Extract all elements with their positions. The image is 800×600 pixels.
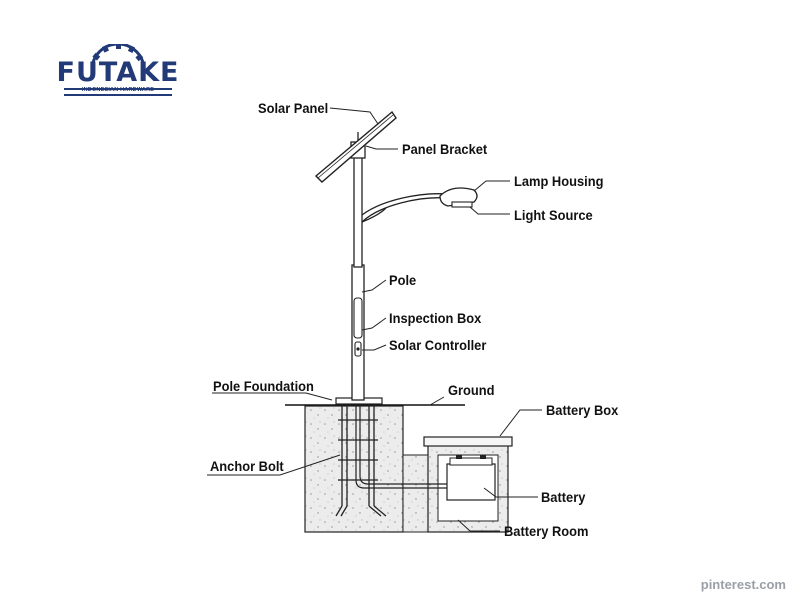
label-inspection-box: Inspection Box bbox=[389, 310, 482, 326]
leader-pole bbox=[361, 279, 387, 293]
gear-icon bbox=[64, 44, 172, 96]
cable-trench bbox=[402, 454, 429, 533]
label-light-source: Light Source bbox=[514, 207, 593, 223]
leader-battery-room bbox=[457, 519, 500, 532]
label-solar-controller: Solar Controller bbox=[389, 337, 487, 353]
leader-battery-box bbox=[499, 409, 542, 437]
leader-inspection-box bbox=[361, 317, 387, 331]
battery-unit bbox=[446, 463, 496, 501]
label-battery: Battery bbox=[541, 489, 586, 505]
leader-ground bbox=[429, 396, 445, 406]
leader-battery bbox=[483, 487, 538, 498]
leader-lamp-housing bbox=[473, 180, 510, 192]
label-pole: Pole bbox=[389, 272, 417, 288]
watermark: pinterest.com bbox=[700, 577, 786, 592]
battery-top bbox=[449, 457, 493, 466]
leader-solar-controller bbox=[362, 344, 387, 351]
label-pole-foundation: Pole Foundation bbox=[213, 378, 314, 394]
battery-terminal-left bbox=[456, 455, 462, 459]
pole-upper bbox=[353, 154, 363, 268]
futake-logo: FUTAKE INDONESIAN HARDWARE bbox=[48, 44, 188, 104]
inspection-box bbox=[353, 297, 363, 339]
leader-anchor-bolt bbox=[207, 454, 341, 476]
battery-box-lid bbox=[423, 436, 513, 447]
lamp-arm bbox=[361, 193, 449, 223]
leader-light-source bbox=[469, 206, 510, 215]
logo-tagline: INDONESIAN HARDWARE bbox=[81, 87, 155, 93]
label-lamp-housing: Lamp Housing bbox=[514, 173, 604, 189]
label-panel-bracket: Panel Bracket bbox=[402, 141, 488, 157]
battery-terminal-right bbox=[480, 455, 486, 459]
light-source bbox=[451, 201, 473, 208]
cable-conduit bbox=[355, 404, 447, 489]
leader-solar-panel bbox=[329, 107, 379, 125]
pole-foundation bbox=[304, 405, 404, 533]
leader-lines bbox=[207, 107, 542, 532]
label-ground: Ground bbox=[448, 382, 495, 398]
label-battery-box: Battery Box bbox=[546, 402, 619, 418]
label-anchor-bolt: Anchor Bolt bbox=[210, 458, 284, 474]
logo-wordmark: FUTAKE bbox=[56, 57, 180, 88]
leader-panel-bracket bbox=[365, 145, 398, 150]
leader-pole-foundation bbox=[212, 392, 333, 401]
label-battery-room: Battery Room bbox=[504, 523, 589, 539]
label-solar-panel: Solar Panel bbox=[258, 100, 329, 116]
